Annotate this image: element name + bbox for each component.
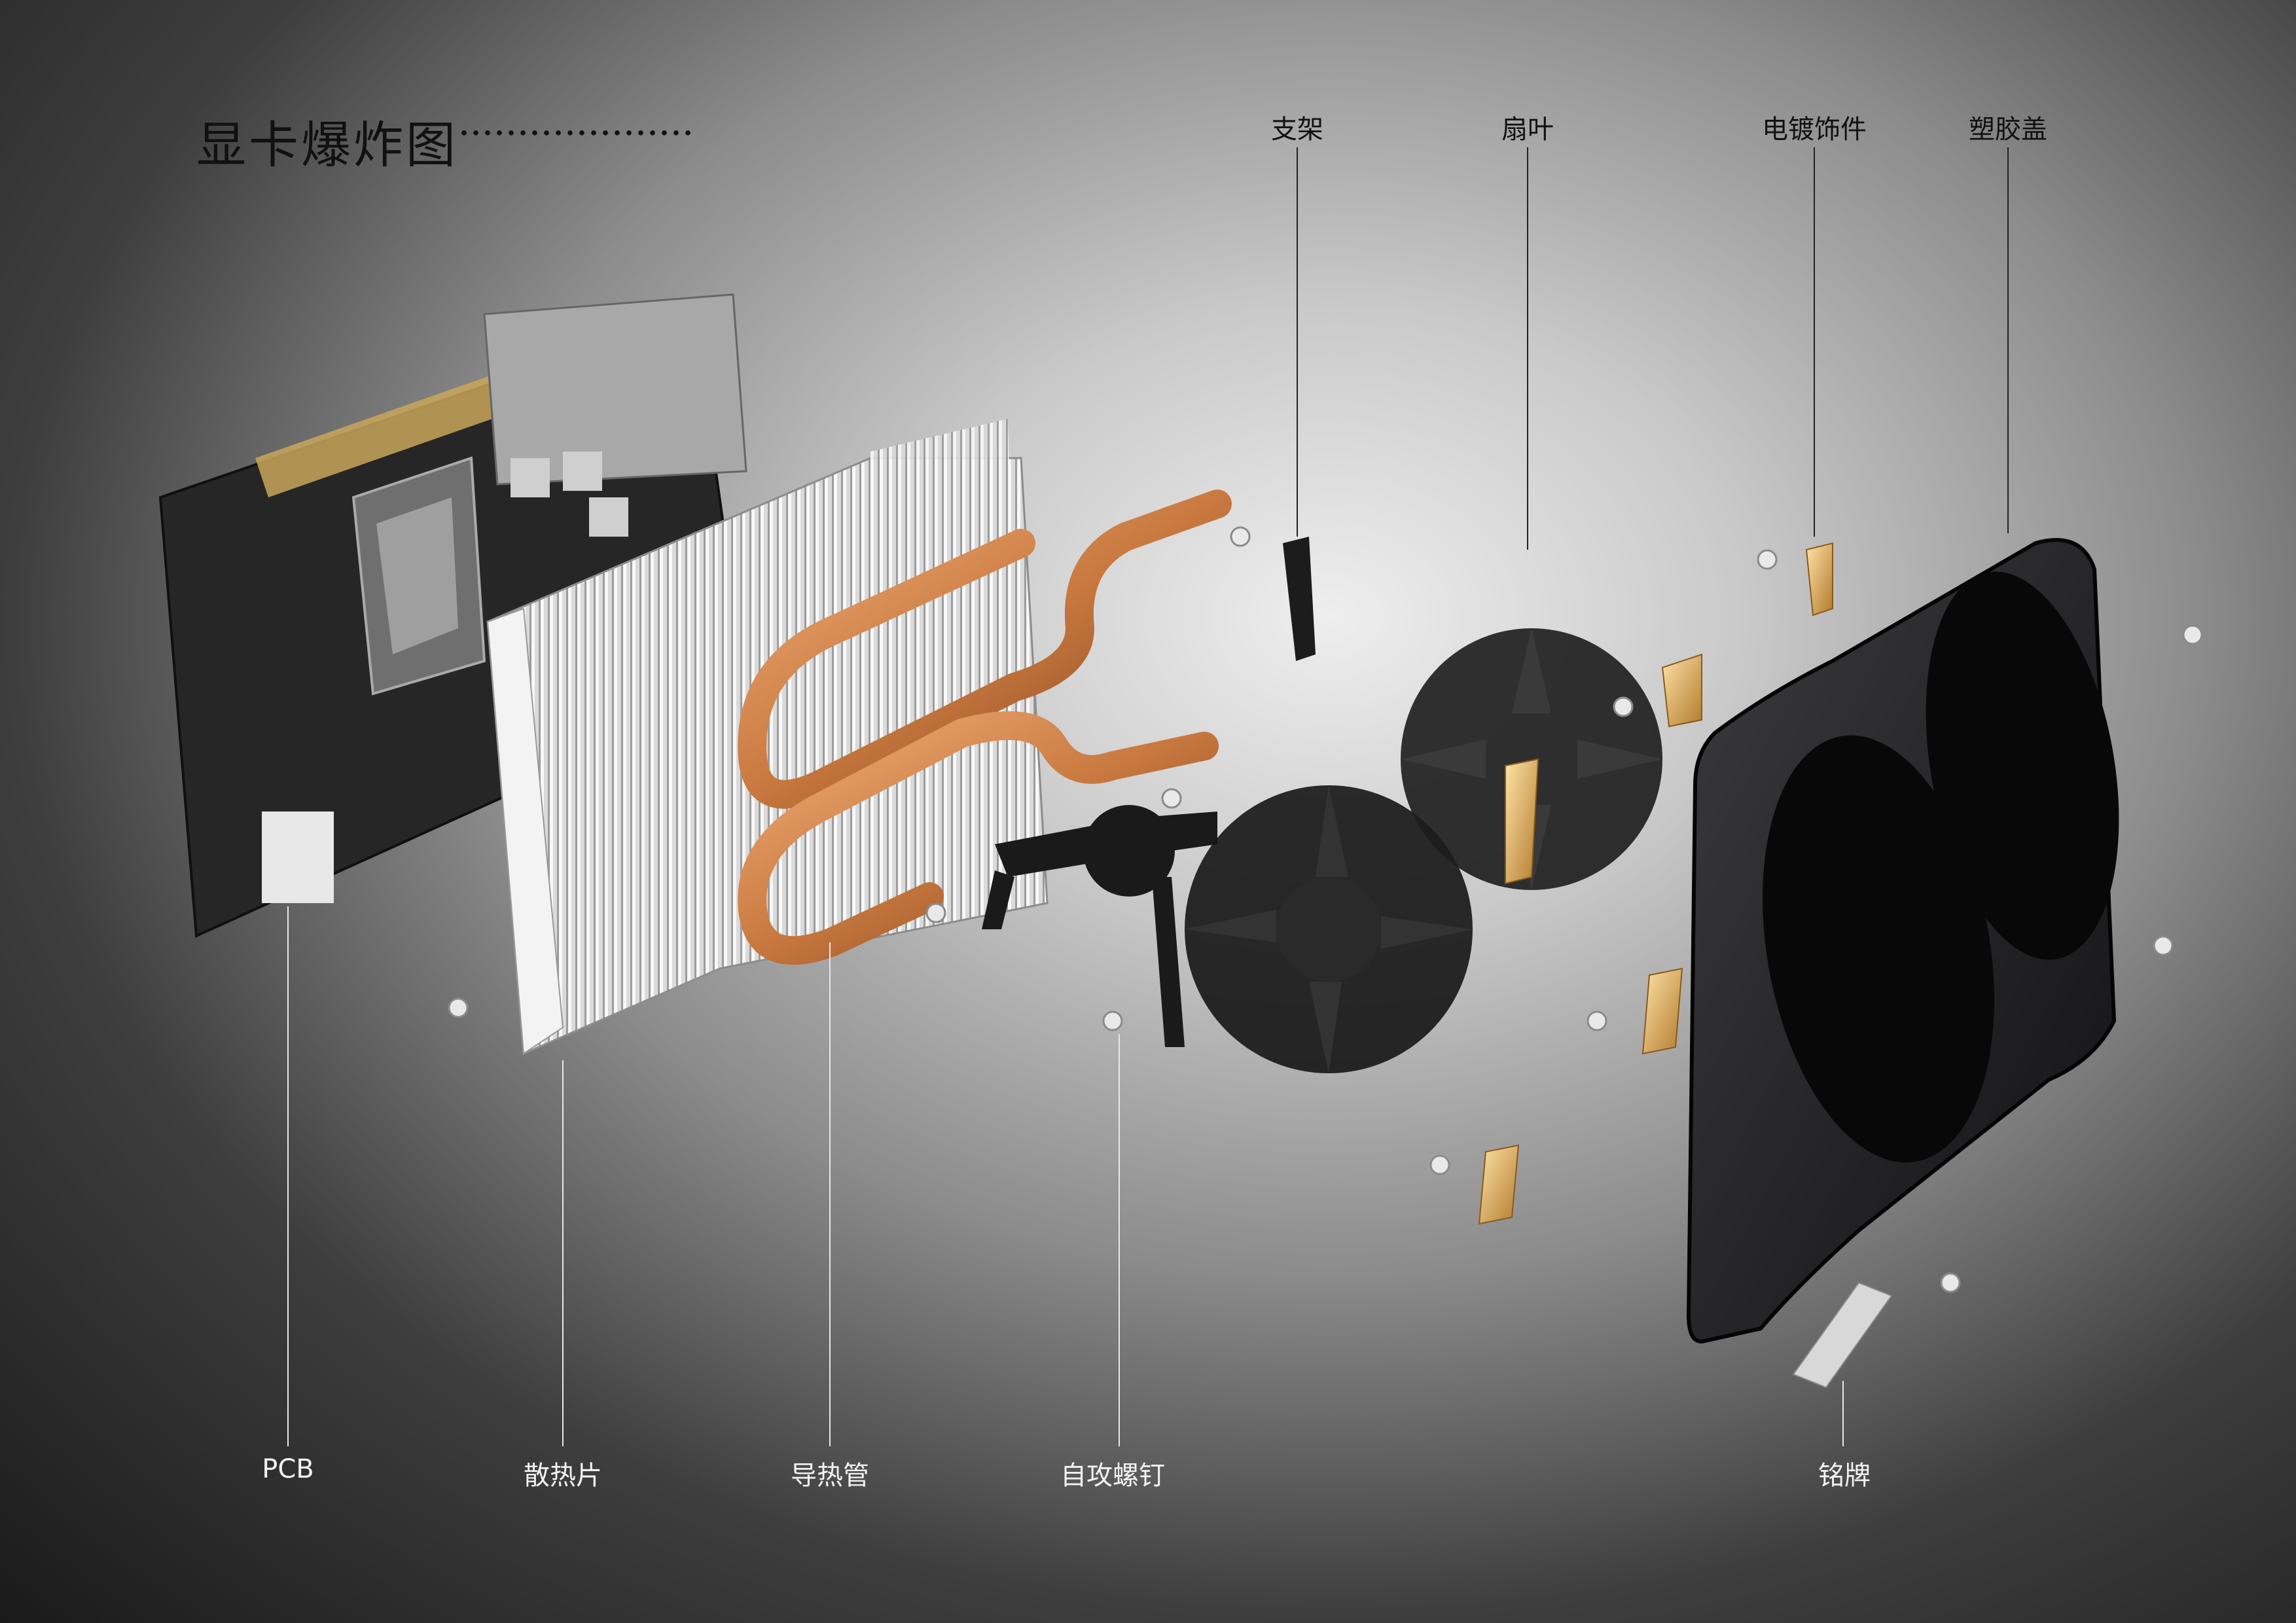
- plastic-cover: [1686, 538, 2119, 1344]
- plated-trims: [1478, 542, 1833, 1225]
- leader-fan-blade: [1527, 147, 1528, 550]
- pcb-board: [158, 293, 748, 938]
- label-heat-pipe: 导热管: [791, 1461, 869, 1491]
- label-plastic-cover: 塑胶盖: [1969, 115, 2047, 145]
- label-plated-trim: 电镀饰件: [1762, 115, 1867, 145]
- heat-pipes: [738, 490, 1232, 965]
- leader-nameplate: [1842, 1381, 1844, 1446]
- leader-plastic-cover: [2007, 147, 2009, 533]
- nameplate: [1792, 1281, 1893, 1389]
- leader-self-tapping-screw: [1119, 1034, 1120, 1446]
- fan-bracket: [982, 537, 1316, 1047]
- label-heatsink: 散热片: [524, 1461, 602, 1491]
- label-nameplate: 铭牌: [1818, 1461, 1871, 1491]
- screws: [448, 526, 2203, 1293]
- leader-bracket: [1297, 147, 1298, 537]
- label-self-tapping-screw: 自攻螺钉: [1060, 1461, 1165, 1491]
- fan-rear: [1185, 785, 1473, 1073]
- leader-plated-trim: [1814, 147, 1815, 537]
- leader-heat-pipe: [829, 942, 831, 1446]
- label-bracket: 支架: [1271, 115, 1323, 145]
- leader-pcb: [287, 906, 289, 1446]
- label-fan-blade: 扇叶: [1501, 115, 1554, 145]
- label-pcb: PCB: [262, 1454, 314, 1484]
- page-title: 显卡爆炸图: [196, 116, 458, 174]
- leader-heatsink: [562, 1060, 564, 1446]
- title-dotted-leader: [458, 128, 694, 137]
